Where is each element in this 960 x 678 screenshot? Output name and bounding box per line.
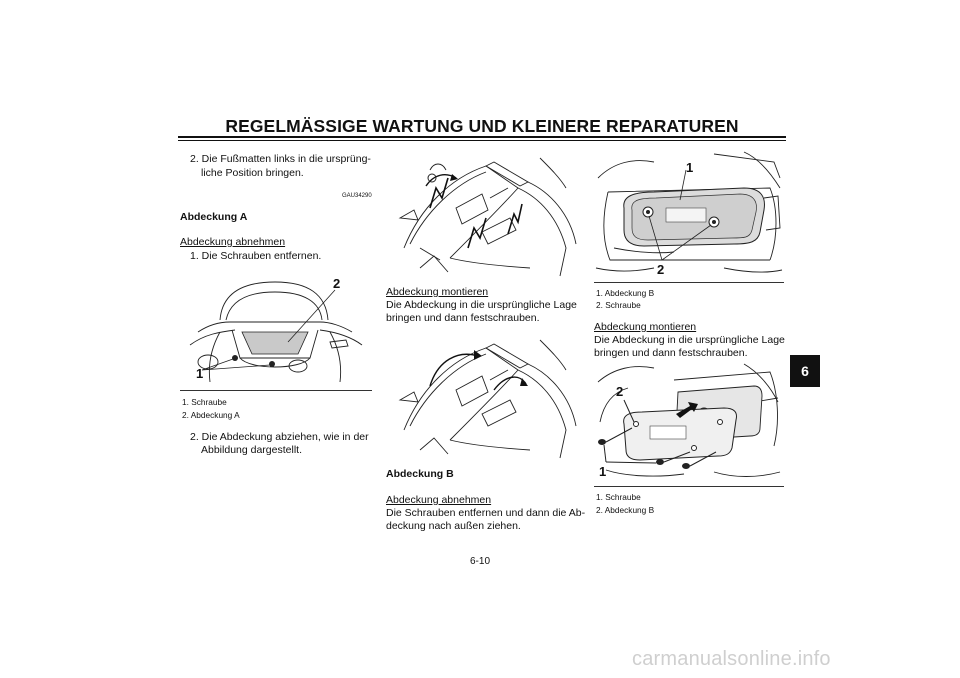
remove-b-line-1: Die Schrauben entfernen und dann die Ab- (386, 507, 586, 519)
caption-b1-2: 2. Schraube (596, 300, 641, 310)
caption-rule (594, 486, 784, 487)
caption-b2-1: 1. Schraube (596, 492, 641, 502)
watermark[interactable]: carmanualsonline.info (632, 648, 831, 670)
cover-b-install-figure (597, 363, 781, 477)
caption-rule (594, 282, 784, 283)
page-number: 6-10 (469, 556, 490, 567)
figure-b2-callout-1: 1 (599, 464, 607, 479)
figure-a-callout-2: 2 (333, 276, 341, 291)
remove-b-line-2: deckung nach außen ziehen. (386, 520, 521, 532)
cover-a-removal-figure (398, 157, 577, 277)
page-title: REGELMÄSSIGE WARTUNG UND KLEINERE REPARA… (225, 116, 739, 136)
subheading-install-b: Abdeckung montieren (594, 321, 697, 333)
figure-b-callout-1: 1 (686, 160, 694, 175)
install-b-line-2: bringen und dann festschrauben. (594, 347, 748, 359)
reference-code: GAU34290 (342, 193, 372, 199)
title-rule (178, 136, 786, 138)
subheading-remove-a: Abdeckung abnehmen (180, 236, 286, 248)
section-heading-b: Abdeckung B (386, 468, 454, 480)
subheading-install-a: Abdeckung montieren (386, 286, 489, 298)
caption-rule (180, 390, 372, 391)
section-heading-a: Abdeckung A (180, 211, 248, 223)
install-b-line-1: Die Abdeckung in die ursprüngliche Lage (594, 334, 785, 346)
caption-a-1: 1. Schraube (182, 397, 227, 407)
figure-a-callout-1: 1 (196, 366, 204, 381)
title-rule-thin (178, 140, 786, 141)
caption-a-2: 2. Abdeckung A (182, 410, 240, 420)
step-2-line-1: 2. Die Fußmatten links in die ursprüng- (190, 153, 371, 165)
subheading-remove-b: Abdeckung abnehmen (386, 494, 492, 506)
cover-a-install-figure (398, 339, 577, 459)
cover-b-figure (595, 151, 783, 273)
install-a-line-2: bringen und dann festschrauben. (386, 312, 540, 324)
caption-b2-2: 2. Abdeckung B (596, 505, 655, 515)
step-2-line-2: liche Position bringen. (201, 167, 304, 179)
figure-b2-callout-2: 2 (616, 384, 624, 399)
step-2b-line-2: Abbildung dargestellt. (201, 444, 302, 456)
step-2b-line-1: 2. Die Abdeckung abziehen, wie in der (190, 431, 369, 443)
figure-b-callout-2: 2 (657, 262, 665, 277)
step-1-text: 1. Die Schrauben entfernen. (190, 250, 322, 262)
cover-a-figure (189, 281, 363, 383)
install-a-line-1: Die Abdeckung in die ursprüngliche Lage (386, 299, 577, 311)
chapter-tab[interactable]: 6 (790, 355, 820, 387)
caption-b1-1: 1. Abdeckung B (596, 288, 655, 298)
